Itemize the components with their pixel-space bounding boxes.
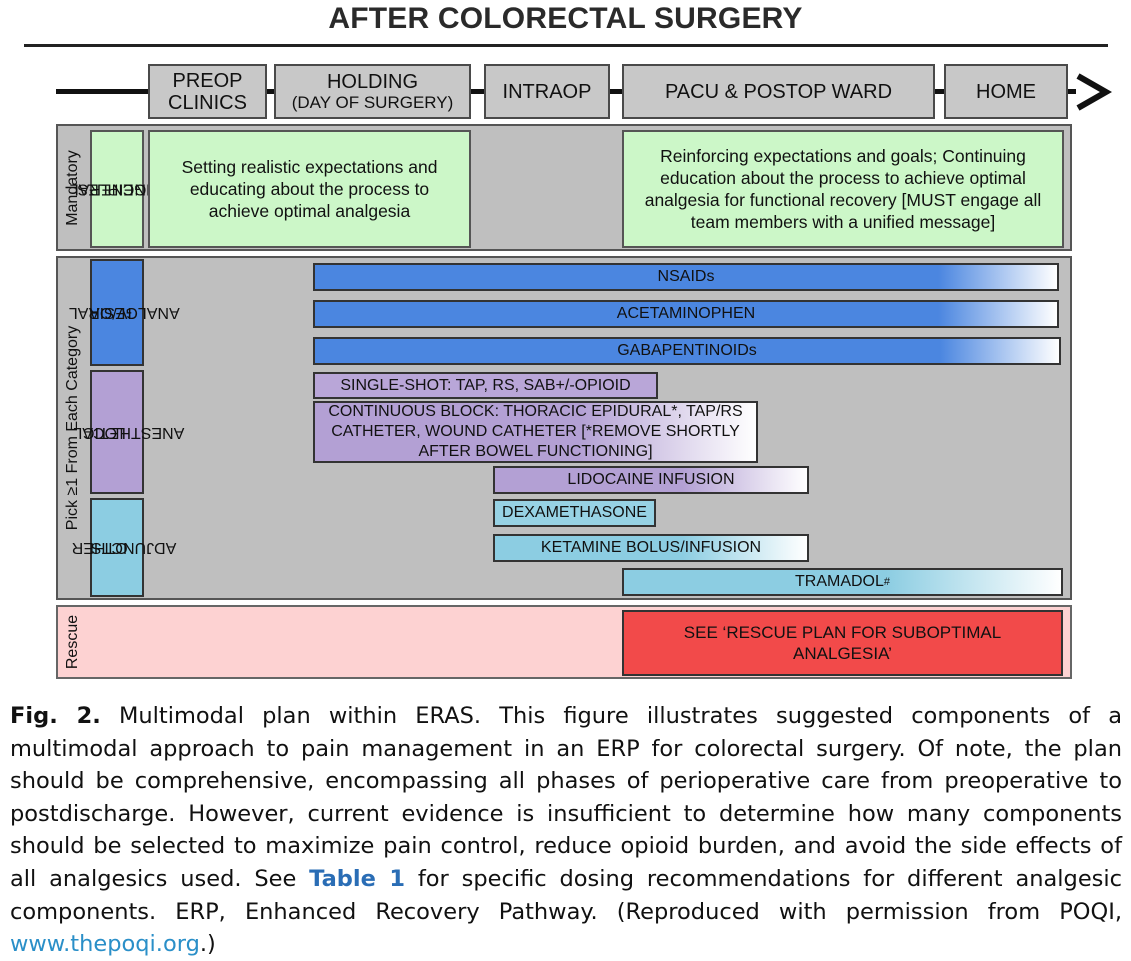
phase-label: PACU & POSTOP WARD (664, 80, 893, 103)
phase-label: CLINICS (168, 91, 247, 114)
principles-preop-text: Setting realistic expectations and educa… (181, 157, 438, 221)
tramadol-footnote-mark: # (883, 576, 891, 588)
rescue-plan-box: SEE ‘RESCUE PLAN FOR SUBOPTIMAL ANALGESI… (622, 610, 1063, 676)
caption-text: .) (199, 931, 216, 958)
phase-pacu-postop-ward: PACU & POSTOP WARD (622, 64, 935, 119)
poqi-website-link[interactable]: www.thepoqi.org (10, 931, 200, 958)
category-label: ANESTHETIC (83, 423, 185, 441)
phase-sublabel: (DAY OF SURGERY) (291, 92, 454, 112)
bar-label: TRAMADOL (794, 573, 884, 590)
principles-preop-box: Setting realistic expectations and educa… (148, 130, 471, 248)
title-rule (24, 44, 1108, 47)
figure-caption: Fig. 2. Multimodal plan within ERAS. Thi… (10, 700, 1122, 961)
bar-ketamine: KETAMINE BOLUS/INFUSION (493, 534, 809, 562)
bar-label: NSAIDs (657, 268, 715, 285)
figure-title: AFTER COLORECTAL SURGERY (328, 2, 803, 35)
section-label: Rescue (64, 614, 81, 670)
bar-label: DEXAMETHASONE (502, 504, 647, 521)
figure-label: Fig. 2. (10, 703, 101, 729)
bar-label: LIDOCAINE INFUSION (567, 471, 735, 488)
phase-label: HOLDING (326, 70, 419, 93)
phase-label: INTRAOP (502, 80, 592, 103)
phase-preop-clinics: PREOP CLINICS (148, 64, 267, 119)
caption-text: for specific dosing recommendations for … (10, 865, 1123, 925)
bar-acetaminophen: ACETAMINOPHEN (313, 300, 1059, 328)
bar-label: CONTINUOUS BLOCK: THORACIC EPIDURAL*, TA… (328, 403, 743, 460)
phase-intraop: INTRAOP (484, 64, 610, 119)
rescue-label: Rescue (56, 605, 90, 679)
phase-holding: HOLDING (DAY OF SURGERY) (274, 64, 471, 119)
phase-home: HOME (944, 64, 1068, 119)
bar-nsaids: NSAIDs (313, 263, 1059, 291)
category-label: ADJUNCTS (91, 539, 177, 556)
phase-label: PREOP (172, 69, 243, 92)
bar-gabapentinoids: GABAPENTINOIDs (313, 337, 1061, 365)
bar-label: KETAMINE BOLUS/INFUSION (540, 539, 762, 556)
category-label: ANALGESIA (88, 304, 180, 321)
bar-label: GABAPENTINOIDs (617, 342, 757, 359)
bar-label: ACETAMINOPHEN (616, 305, 756, 322)
arrow-right-icon (1076, 73, 1112, 111)
principles-postop-box: Reinforcing expectations and goals; Cont… (622, 130, 1064, 248)
bar-lidocaine-infusion: LIDOCAINE INFUSION (493, 466, 809, 494)
bar-single-shot: SINGLE-SHOT: TAP, RS, SAB+/-OPIOID (313, 372, 658, 399)
phase-label: HOME (976, 80, 1036, 103)
bar-label: SINGLE-SHOT: TAP, RS, SAB+/-OPIOID (340, 376, 631, 394)
table-1-link[interactable]: Table 1 (309, 865, 406, 892)
bar-dexamethasone: DEXAMETHASONE (493, 499, 656, 527)
bar-continuous-block: CONTINUOUS BLOCK: THORACIC EPIDURAL*, TA… (313, 401, 758, 463)
caption-text: Multimodal plan within ERAS. This figure… (10, 703, 1122, 892)
bar-tramadol: TRAMADOL# (622, 568, 1063, 596)
rescue-plan-text: SEE ‘RESCUE PLAN FOR SUBOPTIMAL ANALGESI… (683, 623, 1002, 663)
principles-postop-text: Reinforcing expectations and goals; Cont… (644, 146, 1042, 232)
